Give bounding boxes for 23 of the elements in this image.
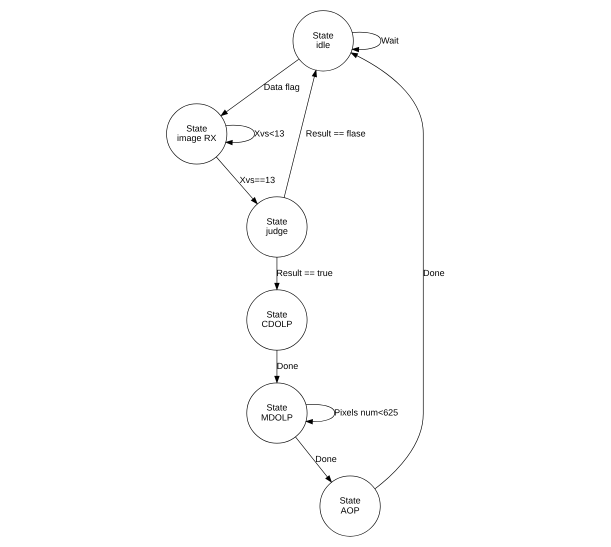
node-circle: State idle <box>292 10 354 72</box>
arrow <box>274 256 280 291</box>
arrow <box>305 404 336 424</box>
edge-label: Xvs==13 <box>240 174 276 185</box>
arrow <box>220 58 300 116</box>
edge-label: Data flag <box>264 82 300 92</box>
arrow <box>216 156 258 205</box>
edge-label: Pixels num<625 <box>334 407 398 418</box>
arrow <box>295 436 332 483</box>
arrow <box>351 32 382 52</box>
arrow <box>350 52 424 490</box>
node-circle: State MDOLP <box>246 382 308 444</box>
edge-label: Done <box>423 268 445 278</box>
edge-label: Done <box>276 360 298 371</box>
arrow <box>224 124 255 146</box>
edge-label: Xvs<13 <box>254 128 284 138</box>
edge-label: Result == true <box>276 268 333 278</box>
edge-label: Done <box>315 454 337 464</box>
edge-label: Result == flase <box>306 128 366 138</box>
arrow <box>284 69 317 198</box>
edge-label: Wait <box>381 35 399 46</box>
node-circle: State CDOLP <box>246 290 308 350</box>
arrow <box>274 350 280 384</box>
